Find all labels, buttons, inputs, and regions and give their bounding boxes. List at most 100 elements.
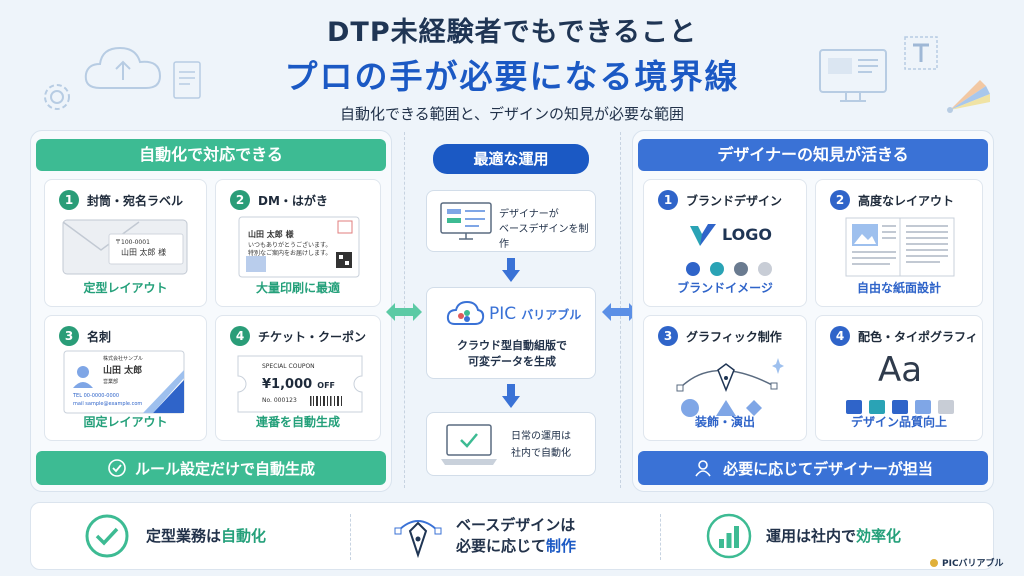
palette-dot [686,262,700,276]
swatch [915,400,931,414]
coupon-number: No. 000123 [262,397,297,404]
typography-sample: Aa [877,350,923,390]
left-banner-text: ルール設定だけで自動生成 [134,459,315,478]
coupon-amount-row: ¥1,000 OFF [262,373,335,392]
summary-base-design-line1: ベースデザインは [456,516,576,534]
double-arrow-right-icon [602,303,638,321]
summary-efficiency-highlight: 効率化 [856,527,902,545]
summary-divider [660,514,661,560]
card-number: 1 [658,190,678,210]
left-banner: ルール設定だけで自動生成 [36,451,386,485]
color-fan-icon [947,80,990,113]
summary-automation-highlight: 自動化 [221,527,267,545]
card-title: 名刺 [87,329,112,344]
pic-variable-text: バリアブル [521,308,582,322]
gear-icon [44,84,70,110]
swatch [938,400,954,414]
card-footer: 連番を自動生成 [255,415,340,429]
card-footer: 装飾・演出 [694,415,755,429]
text-tool-icon [904,36,938,70]
main-title-line2: プロの手が必要になる境界線 [284,57,740,96]
palette-dot [710,262,724,276]
card-number: 3 [658,326,678,346]
pic-logo: PIC バリアブル [489,304,581,324]
summary-automation: 定型業務は自動化 [146,526,266,547]
card-number: 1 [59,190,79,210]
brand-palette [686,262,772,276]
card-number: 4 [230,326,250,346]
step1-line2: ベースデザインを制作 [499,224,589,250]
ticket-icon [237,355,363,413]
subtitle: 自動化できる範囲と、デザインの知見が必要な範囲 [339,105,685,123]
card-title: 配色・タイポグラフィ [858,329,978,344]
arrow-down-icon [502,384,520,408]
card-advanced-layout: 2 高度なレイアウト 自由な紙面設計 [815,179,983,307]
card-title: DM・はがき [258,193,328,208]
card-number: 3 [59,326,79,346]
postcard-icon [238,216,360,278]
card-title: グラフィック制作 [686,329,782,344]
card-title: チケット・クーポン [258,329,367,344]
bc-mail: mail sample@example.com [73,401,143,407]
cloud-logo-icon [446,300,485,325]
card-footer: 自由な紙面設計 [856,281,941,295]
monitor-design-icon [440,202,492,240]
step-designer: デザイナーが ベースデザインを制作 [426,190,596,252]
envelope-name: 山田 太郎 様 [121,248,167,257]
user-icon [695,460,711,477]
right-heading: デザイナーの知見が活きる [638,139,988,171]
card-title: 高度なレイアウト [858,193,955,208]
card-title: 封筒・宛名ラベル [87,193,184,208]
pen-nib-icon [394,520,442,559]
summary-base-design: ベースデザインは 必要に応じて制作 [456,515,576,557]
business-card-icon [63,350,185,414]
open-magazine-icon [845,217,955,277]
center-heading: 最適な運用 [433,144,589,174]
step-pic-variable: PIC バリアブル クラウド型自動組版で 可変データを生成 [426,287,596,379]
palette-dot [734,262,748,276]
step3-line2: 社内で自動化 [511,448,571,459]
card-number: 4 [830,326,850,346]
card-footer: 大量印刷に最適 [255,281,340,295]
card-number: 2 [830,190,850,210]
step-daily: 日常の運用は 社内で自動化 [426,412,596,476]
color-swatches [846,400,954,414]
envelope-icon [62,219,188,275]
coupon-off: OFF [317,381,335,390]
bc-name: 山田 太郎 [103,366,143,376]
logo-mark-icon [690,224,716,246]
left-heading: 自動化で対応できる [36,139,386,171]
dm-line1: いつもありがとうございます。 [248,242,332,249]
brand-dot-icon [930,558,938,567]
right-banner: 必要に応じてデザイナーが担当 [638,451,988,485]
card-footer: ブランドイメージ [677,281,773,295]
summary-bar [30,502,994,570]
pic-logo-text: PIC [489,304,517,324]
dm-line2: 特別なご案内をお届けします。 [248,250,332,257]
summary-base-design-pre: 必要に応じて [456,537,547,555]
document-icon [173,61,201,99]
step1-line1: デザイナーが [499,209,559,220]
coupon-amount: ¥1,000 [262,377,313,392]
arrow-down-icon [502,258,520,282]
dm-name: 山田 太郎 様 [248,230,294,239]
laptop-check-icon [441,424,497,465]
step2-line2: 可変データを生成 [468,355,556,368]
bc-company: 株式会社サンプル [103,356,143,362]
card-footer: 固定レイアウト [83,415,168,429]
summary-automation-pre: 定型業務は [146,527,222,545]
brand-logo: PICバリアブル [930,556,1004,569]
palette-dot [758,262,772,276]
card-footer: 定型レイアウト [83,281,168,295]
envelope-zip: 〒100-0001 [115,239,150,246]
bc-tel: TEL 00-0000-0000 [73,393,120,399]
double-arrow-left-icon [386,303,422,321]
pen-tool-icon [676,358,784,417]
summary-efficiency: 運用は社内で効率化 [766,526,901,547]
bar-chart-icon [706,513,752,559]
card-envelope: 1 封筒・宛名ラベル 〒100-0001 山田 太郎 様 定型レイアウト [44,179,207,307]
card-footer: デザイン品質向上 [850,415,947,429]
summary-divider [350,514,351,560]
card-title: ブランドデザイン [686,193,783,208]
